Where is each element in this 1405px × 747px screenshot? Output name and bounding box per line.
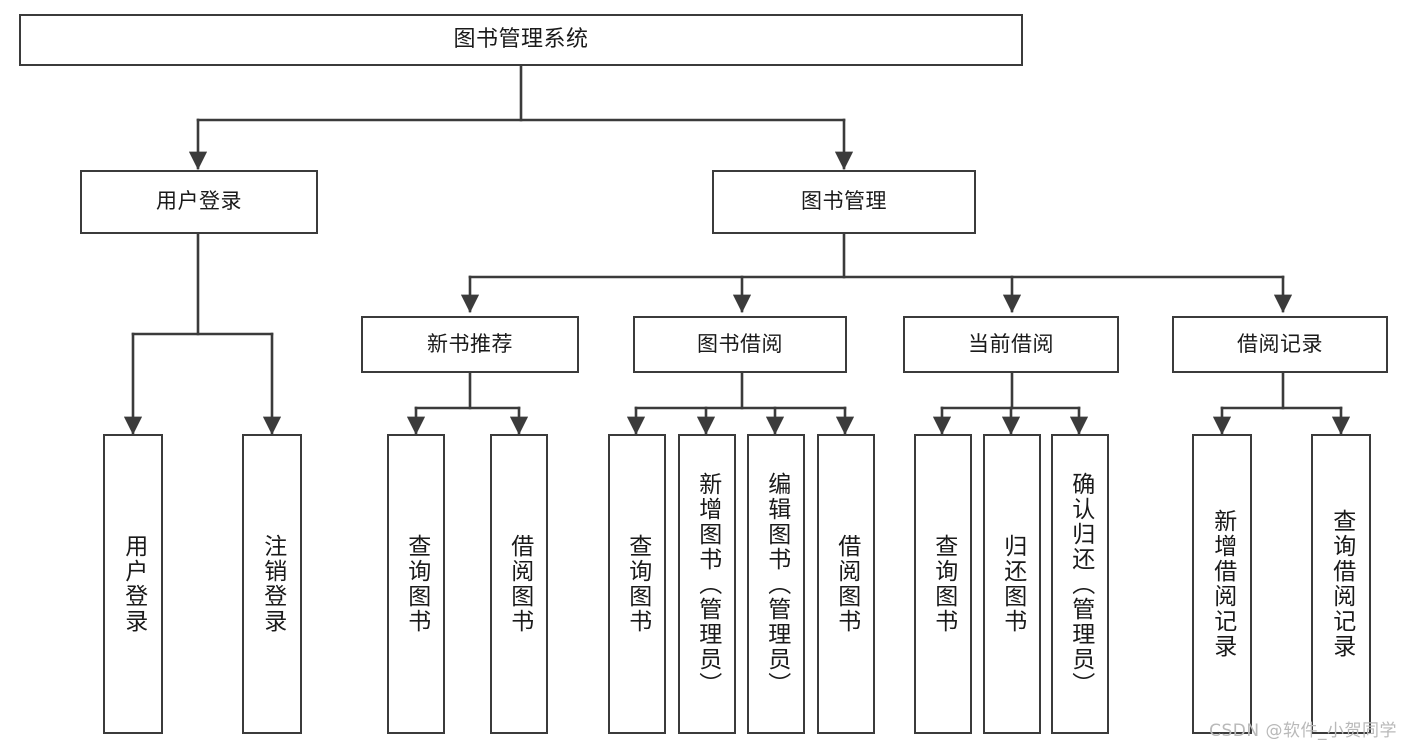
node-root-book-management-system[interactable]: 图书管理系统 <box>19 14 1023 66</box>
leaf-borrow-book-recommend[interactable]: 借阅图书 <box>490 434 548 734</box>
leaf-query-borrow-record-label: 查询借阅记录 <box>1328 509 1355 659</box>
node-book-management[interactable]: 图书管理 <box>712 170 976 234</box>
leaf-query-book-current-label: 查询图书 <box>930 534 957 634</box>
node-user-login[interactable]: 用户登录 <box>80 170 318 234</box>
leaf-logout-login[interactable]: 注销登录 <box>242 434 302 734</box>
node-current-borrowing[interactable]: 当前借阅 <box>903 316 1119 373</box>
leaf-return-book[interactable]: 归还图书 <box>983 434 1041 734</box>
leaf-user-login-label: 用户登录 <box>120 534 147 634</box>
leaf-logout-login-label: 注销登录 <box>259 534 286 634</box>
leaf-query-book-borrow-label: 查询图书 <box>624 534 651 634</box>
leaf-query-book-borrow[interactable]: 查询图书 <box>608 434 666 734</box>
node-book-borrowing[interactable]: 图书借阅 <box>633 316 847 373</box>
leaf-edit-book-admin-label: 编辑图书（管理员） <box>763 471 790 697</box>
leaf-user-login[interactable]: 用户登录 <box>103 434 163 734</box>
csdn-watermark: CSDN @软件_小贺同学 <box>1209 721 1397 741</box>
leaf-confirm-return-admin-label: 确认归还（管理员） <box>1067 471 1094 697</box>
leaf-add-borrow-record-label: 新增借阅记录 <box>1209 509 1236 659</box>
leaf-borrow-book-borrow[interactable]: 借阅图书 <box>817 434 875 734</box>
leaf-query-book-current[interactable]: 查询图书 <box>914 434 972 734</box>
leaf-confirm-return-admin[interactable]: 确认归还（管理员） <box>1051 434 1109 734</box>
leaf-borrow-book-recommend-label: 借阅图书 <box>506 534 533 634</box>
leaf-return-book-label: 归还图书 <box>999 534 1026 634</box>
leaf-add-book-admin[interactable]: 新增图书（管理员） <box>678 434 736 734</box>
node-new-book-recommendation[interactable]: 新书推荐 <box>361 316 579 373</box>
leaf-query-book-recommend[interactable]: 查询图书 <box>387 434 445 734</box>
leaf-edit-book-admin[interactable]: 编辑图书（管理员） <box>747 434 805 734</box>
leaf-query-book-recommend-label: 查询图书 <box>403 534 430 634</box>
leaf-query-borrow-record[interactable]: 查询借阅记录 <box>1311 434 1371 734</box>
node-borrowing-record[interactable]: 借阅记录 <box>1172 316 1388 373</box>
leaf-borrow-book-borrow-label: 借阅图书 <box>833 534 860 634</box>
leaf-add-book-admin-label: 新增图书（管理员） <box>694 471 721 697</box>
leaf-add-borrow-record[interactable]: 新增借阅记录 <box>1192 434 1252 734</box>
